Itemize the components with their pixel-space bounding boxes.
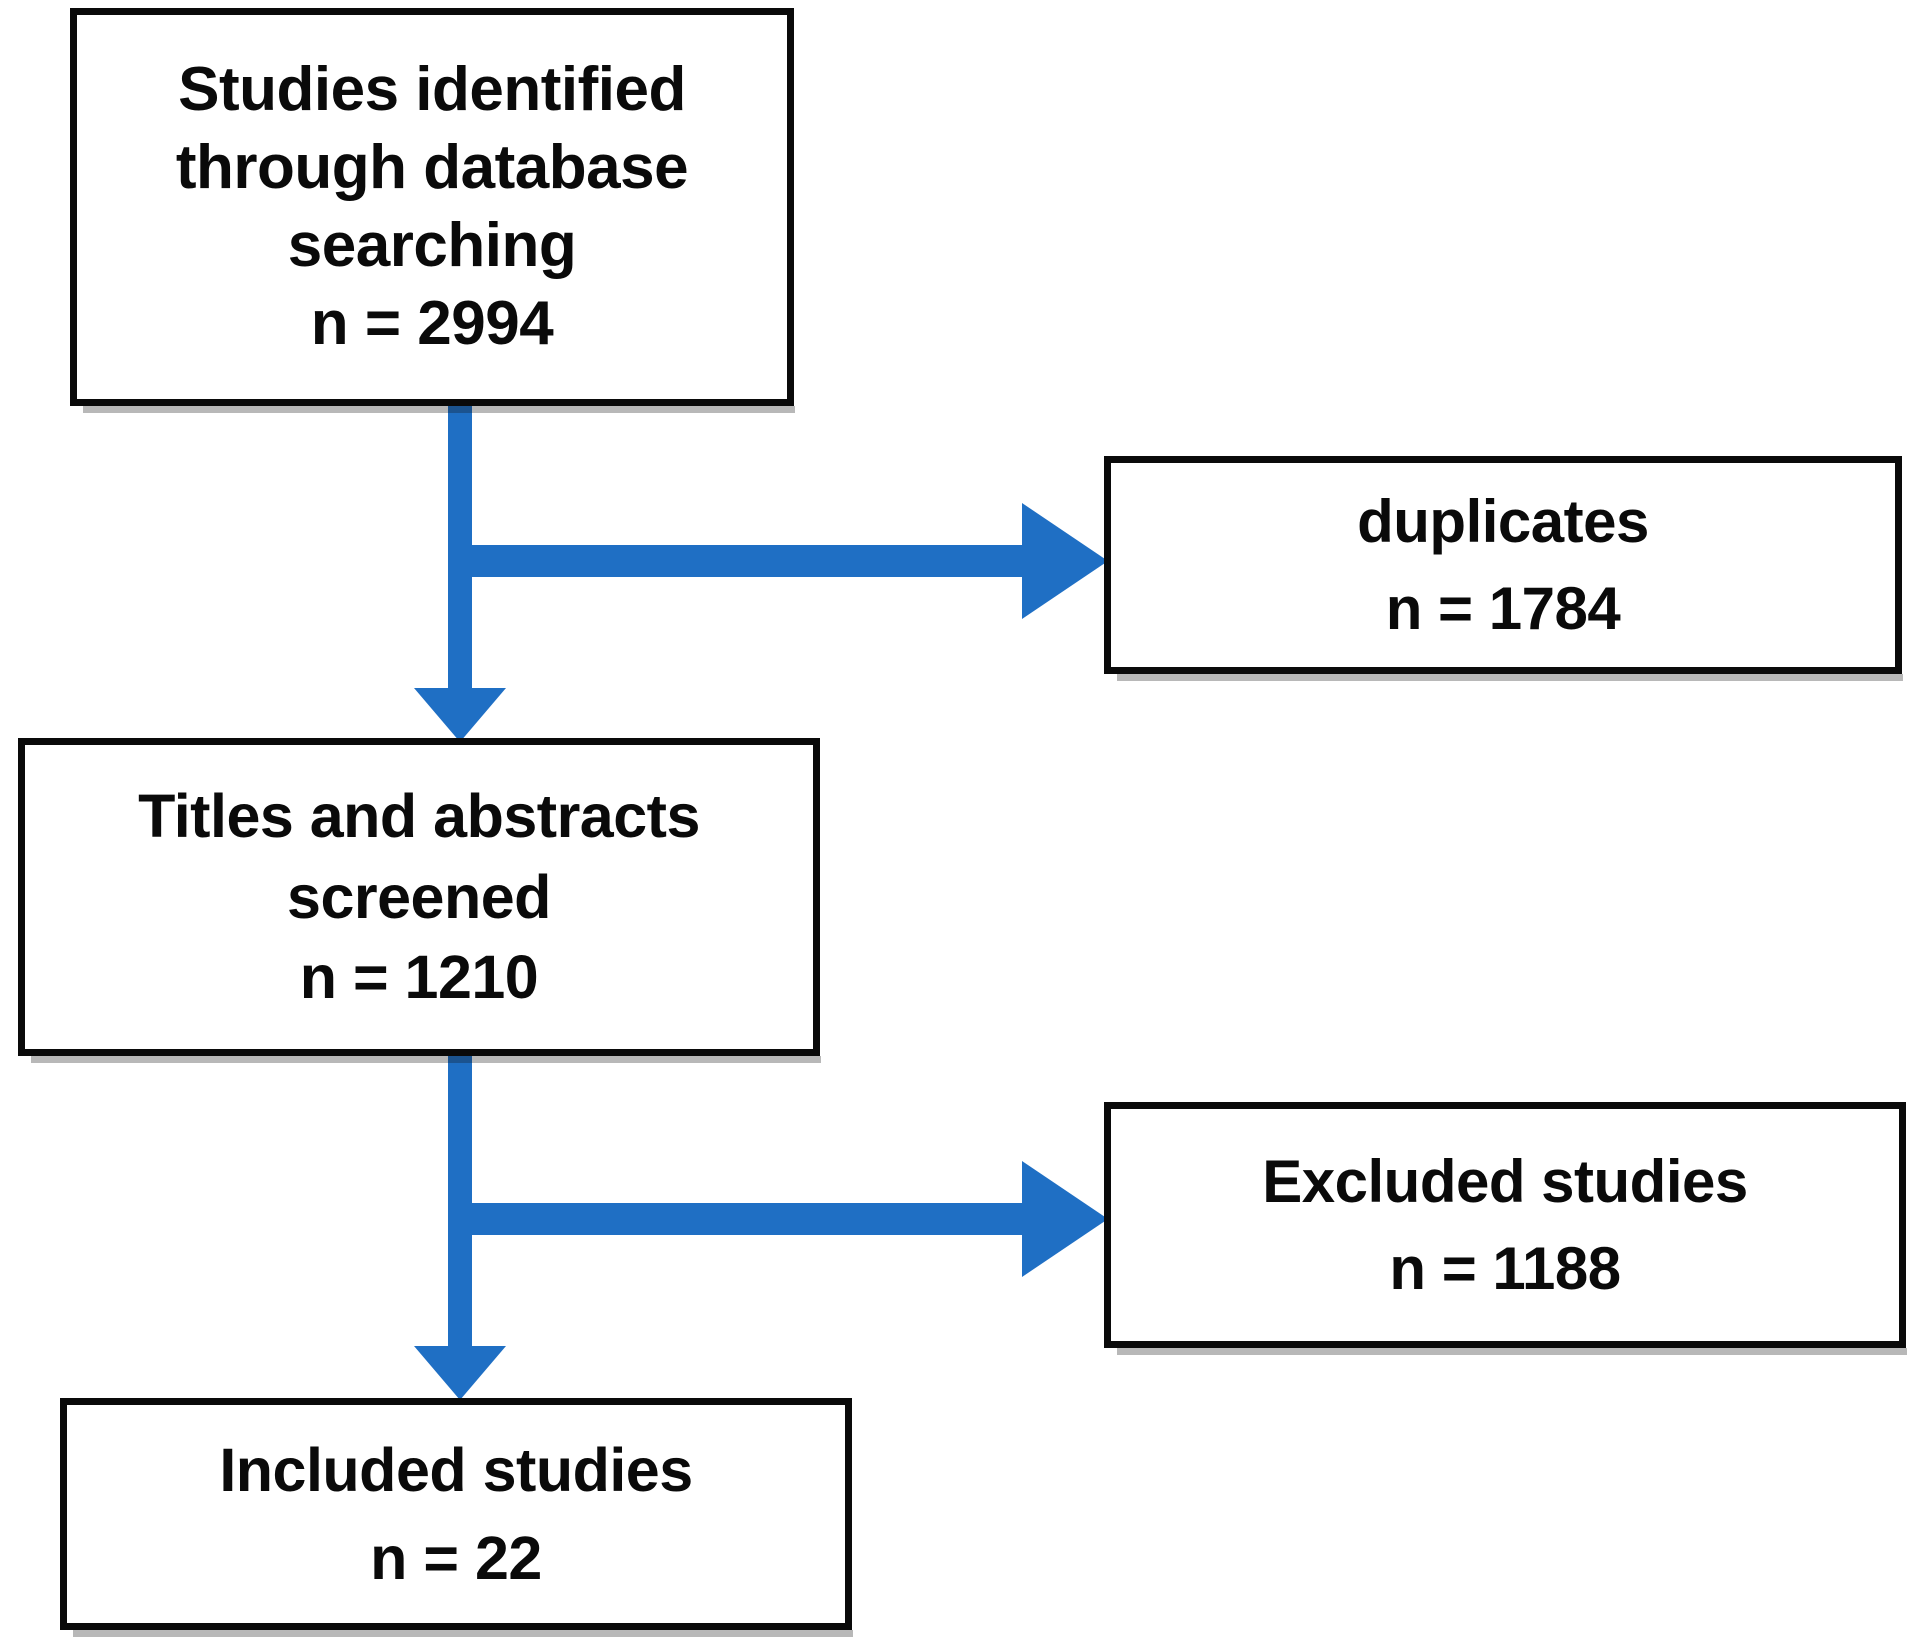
included-studies-box: Included studies n = 22 bbox=[60, 1398, 853, 1637]
arrow-screened-to-included bbox=[414, 1056, 506, 1400]
duplicates-count: n = 1784 bbox=[1385, 575, 1621, 642]
screened-line-1: Titles and abstracts bbox=[138, 782, 700, 851]
arrow-identified-to-screened bbox=[414, 404, 506, 742]
arrow-identified-to-duplicates bbox=[460, 503, 1108, 619]
excluded-label: Excluded studies bbox=[1262, 1148, 1748, 1215]
titles-abstracts-screened-box: Titles and abstracts screened n = 1210 bbox=[18, 738, 821, 1063]
studies-identified-box: Studies identified through database sear… bbox=[70, 8, 795, 413]
excluded-count: n = 1188 bbox=[1389, 1235, 1621, 1302]
studies-identified-count: n = 2994 bbox=[310, 289, 554, 359]
screened-count: n = 1210 bbox=[299, 943, 539, 1012]
screened-line-2: screened bbox=[287, 862, 551, 931]
duplicates-label: duplicates bbox=[1357, 488, 1649, 555]
arrow-screened-to-excluded bbox=[460, 1161, 1108, 1277]
studies-identified-line-2: through database bbox=[175, 132, 689, 202]
studies-identified-line-1: Studies identified bbox=[178, 54, 686, 124]
included-count: n = 22 bbox=[370, 1524, 542, 1592]
excluded-studies-box: Excluded studies n = 1188 bbox=[1104, 1102, 1907, 1355]
studies-identified-line-3: searching bbox=[287, 211, 577, 280]
duplicates-box: duplicates n = 1784 bbox=[1104, 456, 1903, 681]
included-label: Included studies bbox=[219, 1435, 693, 1504]
